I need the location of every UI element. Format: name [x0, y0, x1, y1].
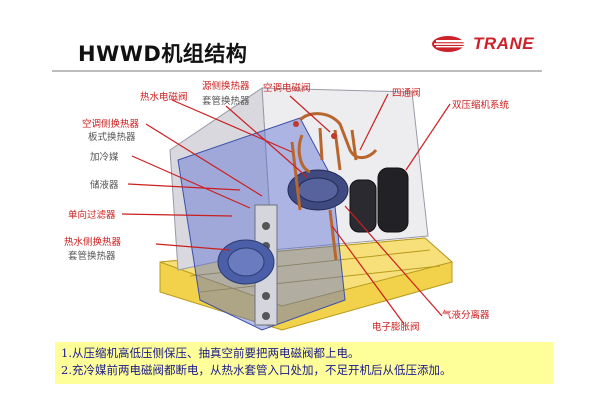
- label-dual-compressor: 双压缩机系统: [452, 99, 510, 111]
- leader-lines: [121, 93, 451, 325]
- note-1: 1.从压缩机高低压侧保压、抽真空前要把两电磁阀都上电。: [61, 346, 360, 360]
- label-hot-water-side-hx: 热水侧换热器: [64, 236, 122, 248]
- compressor-1: [377, 167, 409, 233]
- brand-name: TRANE: [473, 34, 535, 53]
- label-gas-liquid-separator: 气液分离器: [442, 309, 490, 321]
- base-frame-top: [159, 237, 454, 307]
- notes-box: 1.从压缩机高低压侧保压、抽真空前要把两电磁阀都上电。 2.充冷媒前两电磁阀都断…: [55, 342, 553, 384]
- label-ac-side-hx: 空调侧换热器: [82, 118, 140, 130]
- label-source-hx: 源侧换热器: [202, 80, 250, 92]
- label-receiver: 储液器: [90, 179, 119, 191]
- label-plate-hx: 板式换热器: [88, 131, 136, 143]
- label-check-filter: 单向过滤器: [68, 209, 116, 221]
- label-charge-refrigerant: 加冷媒: [90, 151, 119, 163]
- label-hot-water-solenoid: 热水电磁阀: [140, 91, 188, 103]
- label-source-hx-type: 套管换热器: [202, 95, 250, 107]
- slide-title: HWWD机组结构: [78, 42, 248, 66]
- trane-logo: TRANE: [430, 34, 534, 54]
- label-ac-solenoid: 空调电磁阀: [263, 82, 311, 94]
- note-2: 2.充冷媒前两电磁阀都断电，从热水套管入口处加，不足开机后从低压添加。: [61, 363, 452, 377]
- label-hot-water-hx-type: 套管换热器: [68, 250, 116, 262]
- label-expansion-valve: 电子膨胀阀: [372, 321, 420, 333]
- title-divider: [52, 70, 542, 72]
- copper-piping: [297, 112, 378, 174]
- label-four-way-valve: 四通阀: [392, 87, 421, 99]
- compressor-2: [349, 179, 377, 233]
- trane-emblem-icon: [432, 36, 468, 52]
